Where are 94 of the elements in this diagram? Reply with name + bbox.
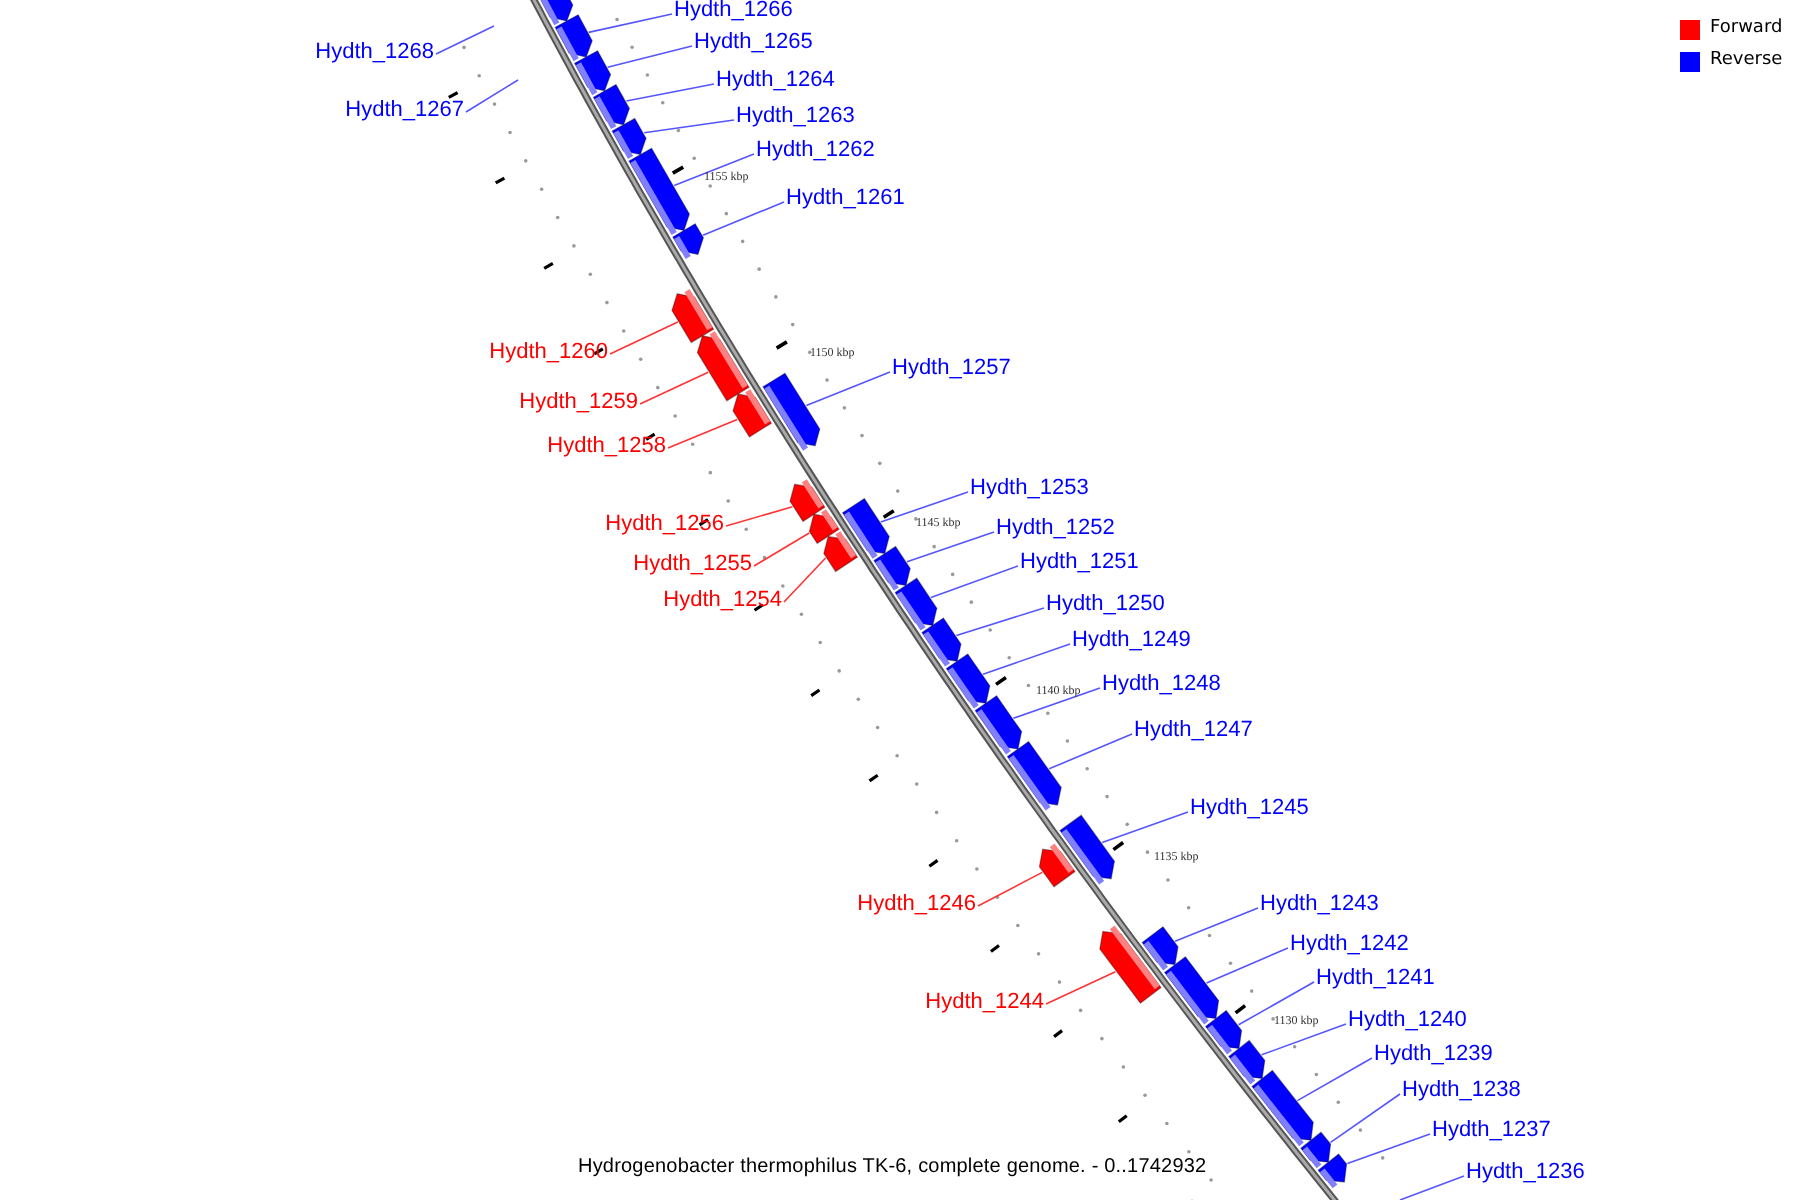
gene-segment (1006, 740, 1062, 811)
gene-segment (1299, 1131, 1332, 1169)
gene-segment (573, 50, 612, 96)
leader-line (1296, 1057, 1373, 1102)
gene-label: Hydth_1241 (1316, 966, 1435, 992)
gene-segment (628, 147, 691, 235)
leader-line (673, 153, 755, 187)
leader-line (609, 321, 679, 355)
gene-label: Hydth_1237 (1432, 1118, 1551, 1144)
gene-label: Hydth_1250 (1046, 592, 1165, 618)
gene-label: Hydth_1251 (1020, 550, 1139, 576)
gene-label: Hydth_1261 (786, 186, 905, 212)
leader-line (1012, 687, 1101, 719)
legend-label: Reverse (1710, 50, 1783, 70)
gene-segment (762, 372, 821, 451)
gene-label: Hydth_1242 (1290, 932, 1409, 958)
leader-line (725, 506, 794, 527)
gene-segment (1251, 1069, 1314, 1147)
gene-segment (696, 331, 750, 402)
gene-segment (671, 222, 705, 259)
caption: Hydrogenobacter thermophilus TK-6, complete genome. - 0..1742932 (578, 1156, 1207, 1178)
gene-label: Hydth_1258 (547, 434, 666, 460)
gene-segment (1163, 955, 1220, 1025)
gene-label: Hydth_1267 (345, 98, 464, 124)
gene-label: Hydth_1244 (925, 990, 1044, 1016)
leader-line (880, 491, 969, 523)
leader-line (1174, 907, 1259, 942)
leader-line (805, 371, 891, 407)
leader-line (930, 565, 1019, 599)
gene-label: Hydth_1238 (1402, 1078, 1521, 1104)
leader-line (1329, 1093, 1401, 1144)
gene-segment (873, 545, 911, 591)
leader-line (1346, 1133, 1431, 1165)
gene-segment (841, 497, 890, 559)
gene-label: Hydth_1246 (857, 892, 976, 918)
leader-line (1260, 1023, 1347, 1056)
gene-segment (611, 117, 647, 159)
leader-line (955, 607, 1045, 637)
leader-line (667, 418, 738, 449)
legend-label: Forward (1710, 18, 1783, 38)
gene-label: Hydth_1248 (1102, 672, 1221, 698)
gene-label: Hydth_1266 (674, 0, 793, 24)
gene-label: Hydth_1243 (1260, 892, 1379, 918)
gene-label: Hydth_1264 (716, 68, 835, 94)
gene-label: Hydth_1268 (315, 40, 434, 66)
gene-label: Hydth_1249 (1072, 628, 1191, 654)
leader-line (643, 119, 735, 134)
leader-line (625, 83, 715, 102)
gene-segment (1141, 925, 1179, 971)
gene-label: Hydth_1240 (1348, 1008, 1467, 1034)
leader-line (465, 79, 519, 113)
gene-label: Hydth_1256 (605, 512, 724, 538)
gene-segment (894, 577, 938, 631)
gene-label: Hydth_1236 (1466, 1160, 1585, 1186)
gene-label: Hydth_1247 (1134, 718, 1253, 744)
gene-segment (974, 694, 1023, 755)
leader-line (1399, 1175, 1465, 1200)
leader-line (1205, 947, 1289, 984)
leader-line (783, 557, 827, 603)
gene-segment (823, 531, 859, 573)
leader-line (906, 531, 995, 563)
leader-line (587, 13, 673, 34)
leader-line (435, 25, 495, 55)
gene-segment (671, 289, 715, 344)
gene-segment (1038, 843, 1076, 888)
gene-label: Hydth_1245 (1190, 796, 1309, 822)
gene-segment (1204, 1009, 1243, 1055)
gene-segment (1317, 1153, 1348, 1189)
gene-label: Hydth_1265 (694, 30, 813, 56)
gene-label: Hydth_1253 (970, 476, 1089, 502)
gene-label: Hydth_1262 (756, 138, 875, 164)
leader-line (1048, 733, 1133, 770)
gene-segment (592, 83, 631, 129)
gene-segment (945, 653, 991, 709)
gene-label: Hydth_1257 (892, 356, 1011, 382)
gene-label: Hydth_1254 (663, 588, 782, 614)
leader-line (639, 371, 709, 405)
leader-line (1101, 811, 1189, 844)
gene-label: Hydth_1239 (1374, 1042, 1493, 1068)
gene-segment (921, 617, 962, 667)
leader-line (1237, 981, 1315, 1026)
leader-line (977, 871, 1043, 907)
gene-label: Hydth_1259 (519, 390, 638, 416)
leader-line (1045, 971, 1117, 1005)
gene-label: Hydth_1263 (736, 104, 855, 130)
gene-label: Hydth_1252 (996, 516, 1115, 542)
gene-label: Hydth_1255 (633, 552, 752, 578)
gene-label: Hydth_1260 (489, 340, 608, 366)
leader-line (982, 643, 1071, 675)
gene-segment (732, 389, 773, 438)
gene-segment (1227, 1039, 1266, 1085)
leader-line (702, 201, 785, 236)
leader-line (606, 45, 693, 68)
leader-line (753, 532, 810, 567)
